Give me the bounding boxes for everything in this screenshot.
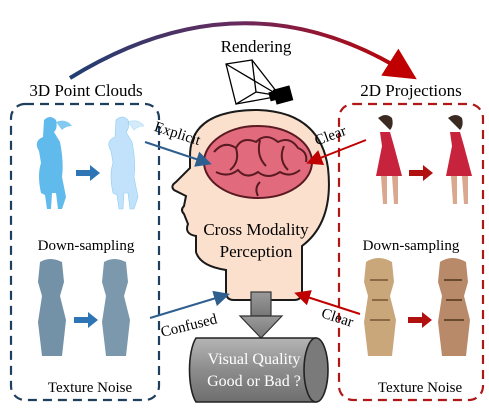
head-label-line1: Cross Modality bbox=[203, 220, 309, 239]
right-row2-label: Texture Noise bbox=[378, 380, 463, 396]
left-panel-frame bbox=[9, 102, 161, 402]
right-row1-arrow bbox=[409, 165, 433, 181]
projection-figure-downsampled bbox=[446, 115, 472, 204]
left-row1-label: Down-sampling bbox=[38, 238, 135, 254]
quality-label-line1: Visual Quality bbox=[208, 351, 301, 368]
visual-quality-cylinder: Visual Quality Good or Bad ? bbox=[188, 337, 329, 403]
camera-icon bbox=[225, 59, 294, 106]
arrow-clear-top bbox=[306, 139, 367, 166]
right-panel-title: 2D Projections bbox=[360, 81, 462, 100]
label-confused: Confused bbox=[159, 311, 219, 341]
projection-statue-original bbox=[364, 258, 396, 356]
head-label-line2: Perception bbox=[220, 242, 293, 261]
arrow-clear-bottom bbox=[294, 290, 361, 315]
left-row2-label: Texture Noise bbox=[48, 380, 133, 396]
point-cloud-statue-original bbox=[38, 259, 66, 356]
brain-icon bbox=[203, 125, 313, 199]
left-row2-arrow bbox=[74, 312, 98, 328]
arrow-explicit bbox=[144, 141, 212, 167]
left-panel-title: 3D Point Clouds bbox=[29, 81, 142, 100]
arrow-confused bbox=[149, 290, 230, 319]
down-arrow bbox=[238, 291, 284, 339]
quality-label-line2: Good or Bad ? bbox=[207, 373, 301, 390]
right-panel-frame bbox=[337, 102, 485, 402]
left-row1-arrow bbox=[76, 165, 100, 181]
right-row2-arrow bbox=[408, 312, 432, 328]
point-cloud-figure-original bbox=[36, 117, 72, 209]
rendering-label: Rendering bbox=[221, 37, 292, 56]
right-row1-label: Down-sampling bbox=[363, 238, 460, 254]
label-clear-bottom: Clear bbox=[319, 306, 355, 331]
projection-statue-noisy bbox=[438, 258, 470, 356]
point-cloud-figure-downsampled bbox=[108, 116, 145, 210]
point-cloud-statue-noisy bbox=[102, 259, 130, 356]
label-clear-top: Clear bbox=[313, 123, 349, 149]
projection-figure-original bbox=[376, 115, 402, 204]
rendering-arc bbox=[68, 21, 417, 80]
